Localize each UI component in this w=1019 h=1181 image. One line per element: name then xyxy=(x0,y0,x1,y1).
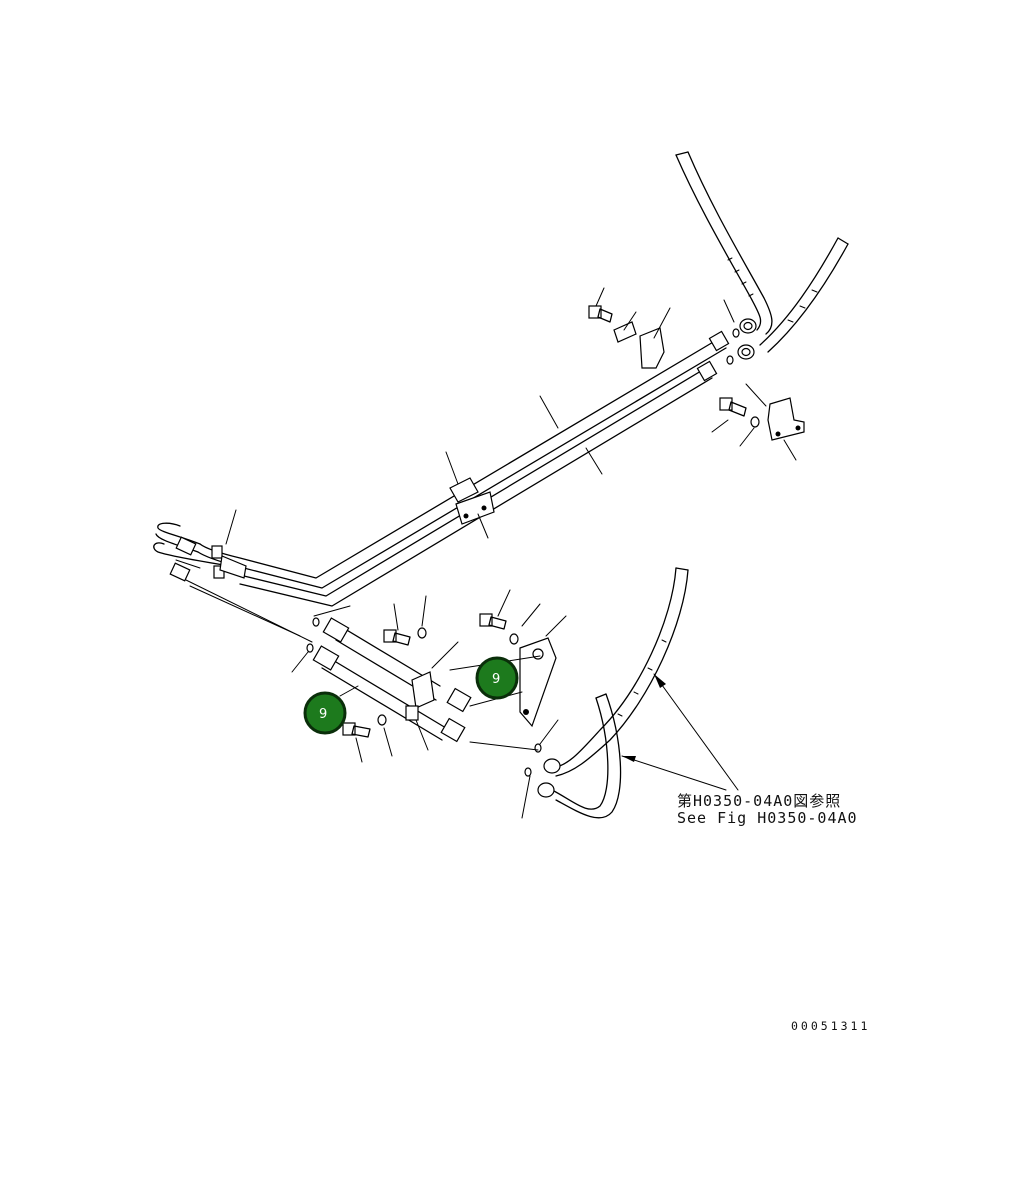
reference-note-jp: 第H0350-04A0図参照 xyxy=(677,792,841,810)
leader-lines xyxy=(175,287,797,819)
upper-hardware xyxy=(588,305,805,441)
drawing-code: 00051311 xyxy=(791,1019,870,1033)
callout-marker-1[interactable]: 9 xyxy=(475,656,519,700)
lower-tubes xyxy=(306,617,542,777)
upper-right-hoses xyxy=(675,151,849,360)
reference-note-en: See Fig H0350-04A0 xyxy=(677,809,858,827)
upper-long-tubes xyxy=(153,330,730,607)
lower-right-hoses xyxy=(537,567,689,819)
callout-marker-2[interactable]: 9 xyxy=(303,691,347,735)
lower-hardware xyxy=(342,613,557,738)
callout-circle-1[interactable] xyxy=(475,656,519,700)
callout-circle-2[interactable] xyxy=(303,691,347,735)
